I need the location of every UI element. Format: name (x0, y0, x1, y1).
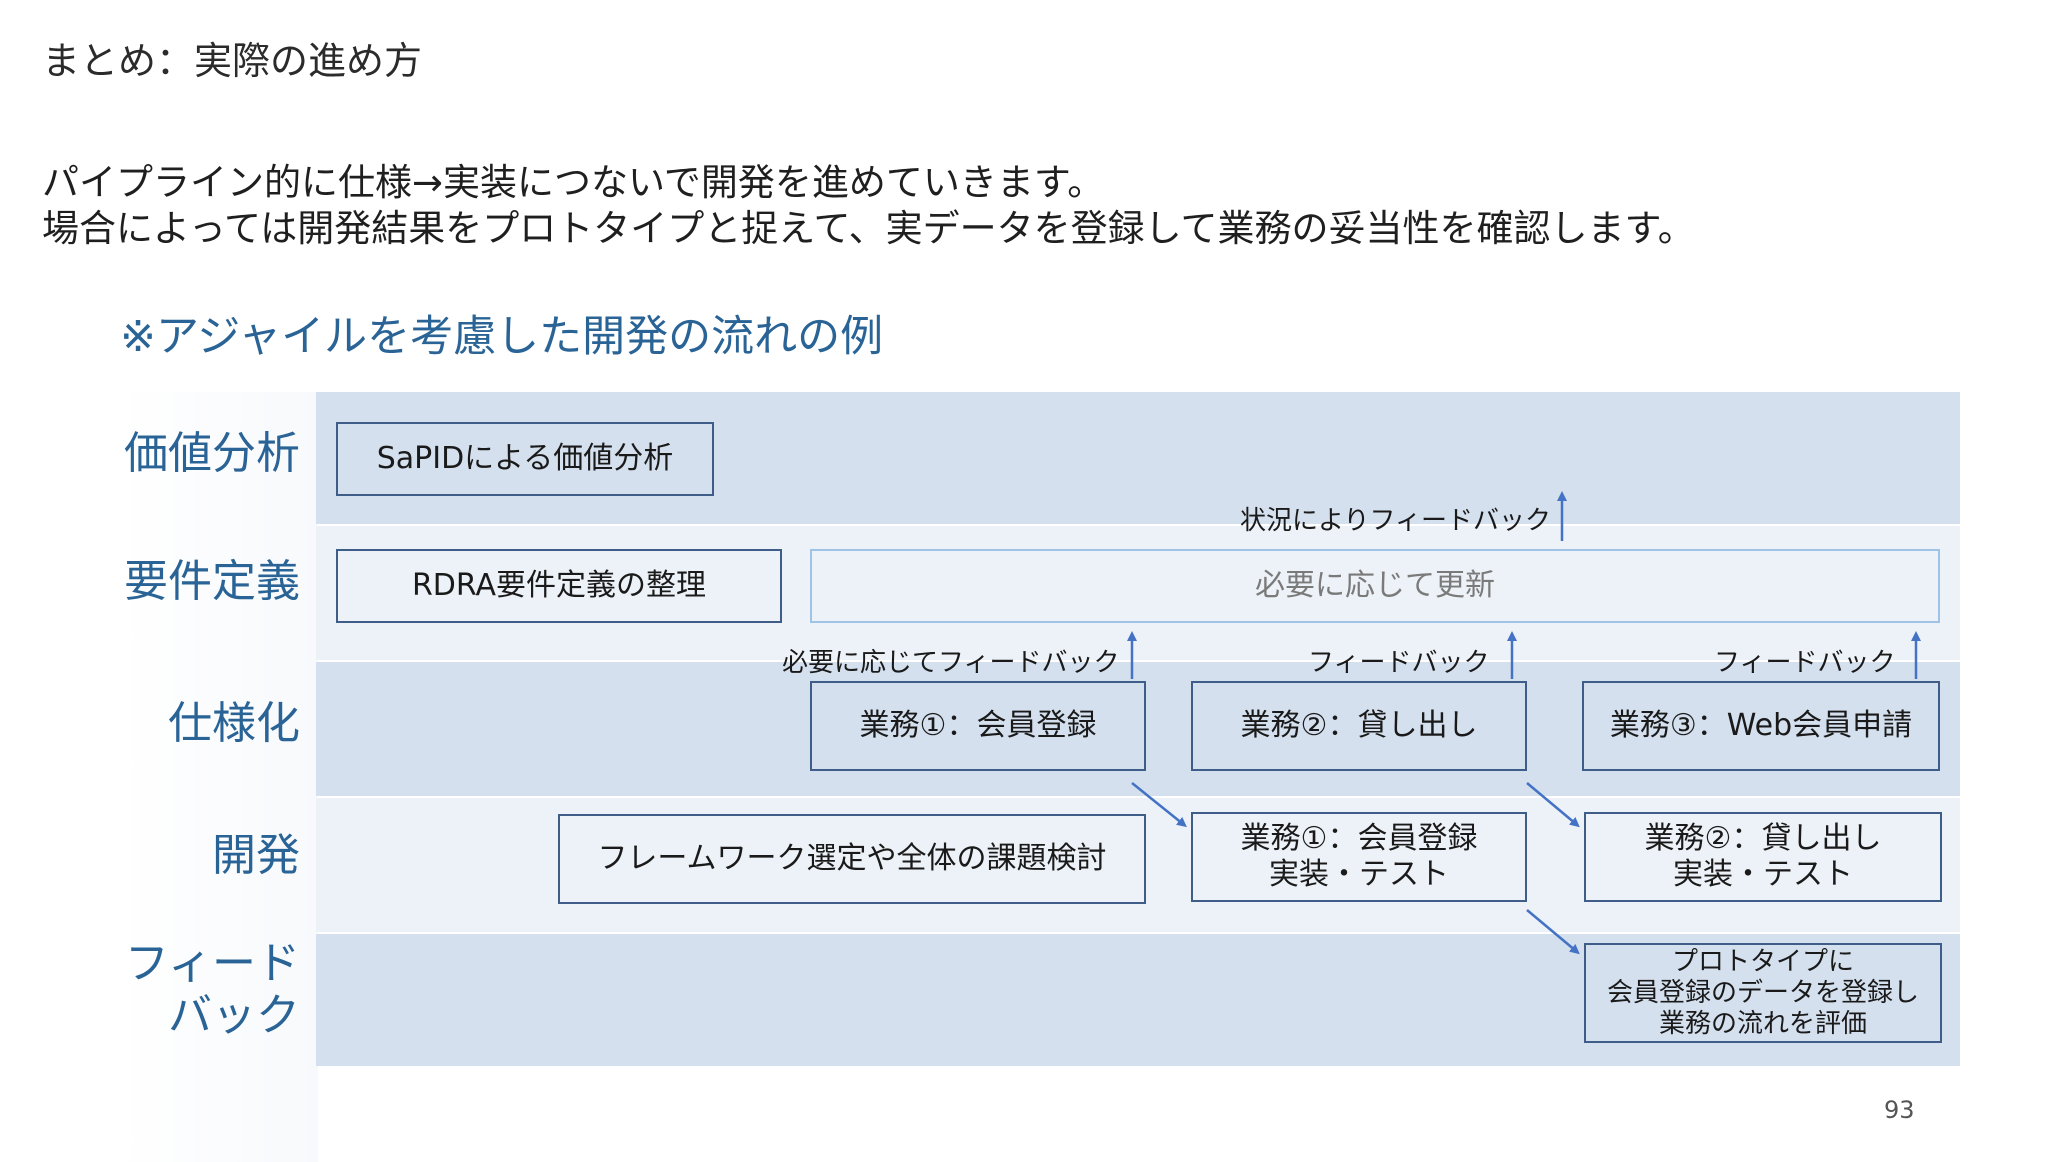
box-prototype-evaluation: プロトタイプに 会員登録のデータを登録し 業務の流れを評価 (1584, 943, 1942, 1043)
feedback-label-task-2: フィードバック (1308, 648, 1490, 678)
box-dev-task-2: 業務②：貸し出し 実装・テスト (1584, 812, 1942, 902)
label-column-background (120, 392, 318, 1162)
flow-subheading: ※アジャイルを考慮した開発の流れの例 (120, 312, 884, 362)
box-rdra-requirements: RDRA要件定義の整理 (336, 549, 782, 623)
lane-label-value-analysis: 価値分析 (124, 428, 300, 479)
lane-specification (316, 662, 1960, 796)
box-spec-task-1: 業務①：会員登録 (810, 681, 1146, 771)
lane-label-requirements: 要件定義 (124, 556, 300, 607)
lane-value-analysis (316, 392, 1960, 524)
intro-line-2: 場合によっては開発結果をプロトタイプと捉えて、実データを登録して業務の妥当性を確… (42, 207, 1695, 250)
box-spec-task-2: 業務②：貸し出し (1191, 681, 1527, 771)
lane-label-feedback: フィード バック (124, 938, 300, 1041)
box-framework-selection: フレームワーク選定や全体の課題検討 (558, 814, 1146, 904)
intro-line-1: パイプライン的に仕様→実装につないで開発を進めていきます。 (42, 161, 1105, 204)
box-sapid-value-analysis: SaPIDによる価値分析 (336, 422, 714, 496)
box-dev-task-1: 業務①：会員登録 実装・テスト (1191, 812, 1527, 902)
lane-feedback (316, 934, 1960, 1066)
box-update-as-needed: 必要に応じて更新 (810, 549, 1940, 623)
lane-label-specification: 仕様化 (168, 698, 300, 749)
slide-title: まとめ：実際の進め方 (42, 39, 423, 83)
page-number: 93 (1884, 1096, 1915, 1124)
lane-label-development: 開発 (212, 830, 300, 881)
feedback-label-as-needed: 必要に応じてフィードバック (782, 648, 1120, 678)
lane-requirements (316, 526, 1960, 660)
feedback-label-task-3: フィードバック (1714, 648, 1896, 678)
box-spec-task-3: 業務③：Web会員申請 (1582, 681, 1940, 771)
feedback-label-status: 状況によりフィードバック (1240, 506, 1551, 536)
